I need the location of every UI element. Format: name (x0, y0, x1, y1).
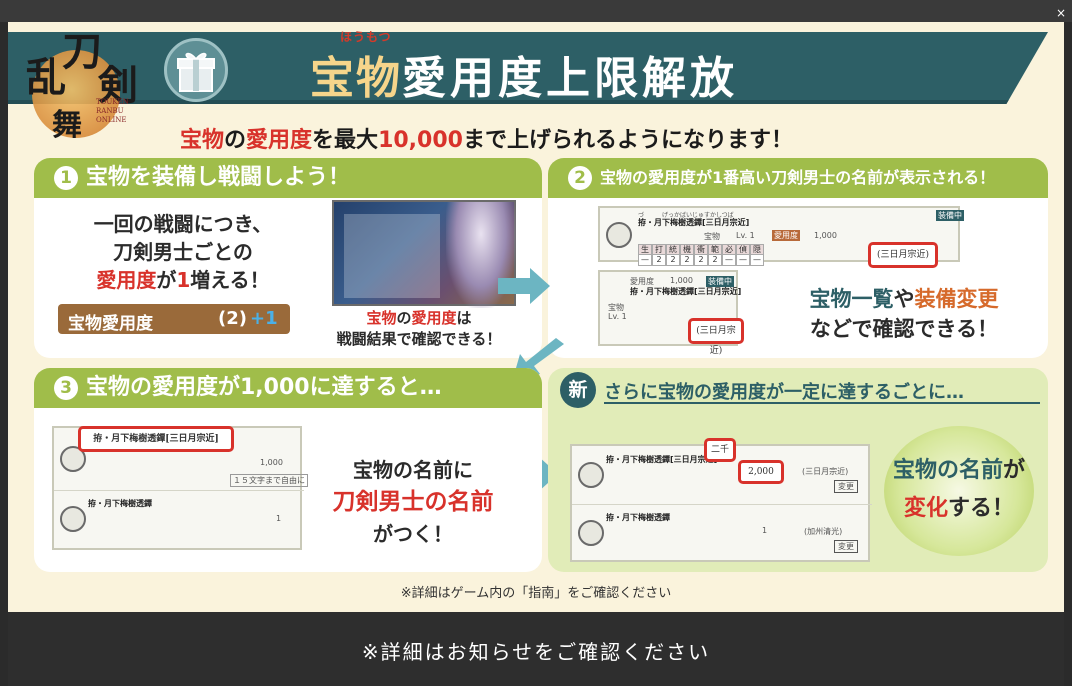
step2-header: 2 宝物の愛用度が1番高い刀剣男士の名前が表示される！ (548, 158, 1048, 198)
step2-heading: 宝物の愛用度が1番高い刀剣男士の名前が表示される！ (600, 168, 996, 187)
step3-header: 3 宝物の愛用度が1,000に達すると… (34, 368, 542, 408)
step2-panel: 2 宝物の愛用度が1番高い刀剣男士の名前が表示される！ づ げっかばいじゅすかし… (548, 158, 1048, 358)
logo-disc (32, 50, 120, 138)
notice-image: 刀 乱 剣 舞 TOUKEN RANBU ONLINE ほうもつ 宝物愛用度上限… (8, 22, 1064, 612)
step3-panel: 3 宝物の愛用度が1,000に達すると… 拵・月下梅樹透鐔[三日月宗近] 1,0… (34, 368, 542, 572)
new-heading-underline (604, 402, 1040, 404)
new-body: 宝物の名前が 変化する！ (892, 458, 1026, 521)
step3-heading: 宝物の愛用度が1,000に達すると… (86, 375, 442, 400)
name-highlight: 拵・月下梅樹透鐔[三日月宗近] (78, 426, 234, 452)
highlight-circle (884, 426, 1034, 556)
new-feature-panel: 新 さらに宝物の愛用度が一定に達するごとに… 拵・月下梅樹透鐔[三日月宗近] (… (548, 368, 1048, 572)
step3-body: 宝物の名前に 刀剣男士の名前 がつく！ (332, 458, 494, 546)
new-heading: さらに宝物の愛用度が一定に達するごとに… (604, 382, 964, 403)
page-title: ほうもつ 宝物愛用度上限解放 (310, 30, 738, 104)
title-ruby: ほうもつ (340, 30, 392, 44)
bottom-bar: ※詳細はお知らせをご確認ください (8, 612, 1064, 686)
step1-body: 一回の戦闘につき、 刀剣男士ごとの 愛用度が1増える！ (93, 212, 273, 292)
gift-box-icon (164, 38, 228, 102)
aiyou-plate: 宝物愛用度 (2) +1 (58, 304, 290, 334)
step1-caption: 宝物の愛用度は 戦闘結果で確認できる！ (336, 309, 502, 348)
value-highlight: 2,000 (738, 460, 784, 484)
touken-ranbu-logo: 刀 乱 剣 舞 TOUKEN RANBU ONLINE (18, 28, 138, 144)
title-accent: 宝物 (310, 53, 402, 104)
step1-header: 1 宝物を装備し戦闘しよう！ (34, 158, 542, 198)
step1-number: 1 (54, 166, 78, 190)
arrow-right-icon (498, 268, 550, 304)
step2-number: 2 (568, 166, 592, 190)
close-icon[interactable]: × (1056, 6, 1067, 20)
owner-highlight: (三日月宗近) (868, 242, 938, 268)
title-main: 愛用度上限解放 (402, 53, 738, 104)
subtitle: 宝物の愛用度を最大10,000まで上げられるようになります！ (180, 128, 793, 153)
logo-brush-text: 刀 乱 剣 舞 (26, 28, 138, 144)
battle-result-screenshot (332, 200, 516, 308)
owner-highlight-2: (三日月宗近) (688, 318, 744, 356)
step2-body: 宝物一覧や装備変更 などで確認できる！ (809, 287, 999, 341)
rank-highlight: 二千 (704, 438, 736, 462)
new-badge: 新 (560, 372, 596, 408)
bottom-bar-text: ※詳細はお知らせをご確認ください (361, 640, 711, 664)
logo-subtitle: TOUKEN RANBU ONLINE (96, 98, 129, 124)
step1-heading: 宝物を装備し戦闘しよう！ (86, 165, 351, 190)
footnote: ※詳細はゲーム内の「指南」をご確認ください (400, 586, 672, 601)
step3-number: 3 (54, 376, 78, 400)
step1-panel: 1 宝物を装備し戦闘しよう！ 一回の戦闘につき、 刀剣男士ごとの 愛用度が1増え… (34, 158, 542, 358)
window-top-strip (0, 0, 1072, 22)
